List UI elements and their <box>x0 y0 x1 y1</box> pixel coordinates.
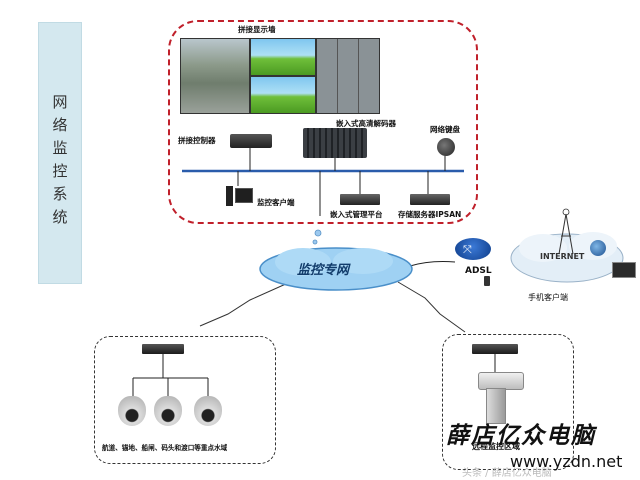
sidebar-title-panel: 网 络 监 控 系 统 <box>38 22 82 284</box>
wall-screen-landscape-1 <box>251 39 315 75</box>
label-hd-decoder: 嵌入式高清解码器 <box>336 119 396 128</box>
pc-monitor-icon <box>235 188 253 203</box>
wall-screen-grid <box>317 39 379 113</box>
globe-server-icon <box>590 240 606 256</box>
remote-monitoring-area <box>442 334 574 470</box>
sidebar-title: 网 络 监 控 系 统 <box>52 93 68 226</box>
label-splice-wall: 拼接显示墙 <box>238 25 276 34</box>
dome-camera-icon <box>194 396 222 426</box>
router-arrows-icon: ⤧ <box>463 243 472 256</box>
label-monitor-client: 监控客户端 <box>257 198 295 207</box>
wall-screen-landscape-2 <box>251 77 315 113</box>
pc-tower-icon <box>226 186 233 206</box>
key-waters-area <box>94 336 276 464</box>
monitor-client-pc <box>226 186 253 208</box>
label-internet: INTERNET <box>540 252 585 261</box>
laptop-icon <box>612 262 636 278</box>
area-switch-device <box>142 344 184 354</box>
label-splice-controller: 拼接控制器 <box>178 136 216 145</box>
label-mgmt-platform: 嵌入式管理平台 <box>330 210 383 219</box>
label-mobile-client: 手机客户端 <box>528 293 568 302</box>
splice-controller-device <box>230 134 272 148</box>
control-center-panel <box>168 20 478 224</box>
label-network-keyboard: 网络键盘 <box>430 125 460 134</box>
wall-screen-road <box>181 39 249 113</box>
label-adsl: ADSL <box>465 266 492 276</box>
watermark-brand: 薛店亿众电脑 <box>446 422 596 449</box>
network-keyboard-device <box>437 138 455 156</box>
label-storage-server: 存储服务器IPSAN <box>398 210 462 219</box>
label-remote-area: 远程监控区域 <box>472 442 520 451</box>
watermark-url: www.yzdn.net <box>510 452 623 471</box>
watermark-faint: 头条 / 薛店亿众电脑 <box>462 468 552 479</box>
remote-switch-device <box>472 344 518 354</box>
label-key-waters: 航道、锚地、船闸、码头和渡口等重点水域 <box>102 444 228 452</box>
mgmt-platform-device <box>340 194 380 205</box>
ptz-camera-base-icon <box>486 388 506 424</box>
label-network: 监控专网 <box>297 263 350 278</box>
video-wall <box>180 38 380 114</box>
private-network-cloud <box>259 247 413 291</box>
storage-server-device <box>410 194 450 205</box>
adsl-router <box>455 238 491 260</box>
hd-decoder-device <box>303 128 367 158</box>
dome-camera-icon <box>154 396 182 426</box>
antenna-tower-icon <box>558 208 574 255</box>
dome-camera-icon <box>118 396 146 426</box>
mobile-phone-icon <box>484 276 490 286</box>
